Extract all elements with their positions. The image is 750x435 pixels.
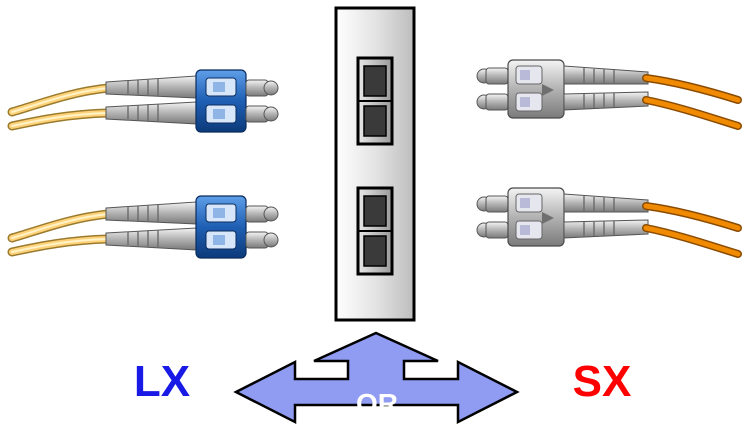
lx-connector-bottom [12,196,278,258]
lx-label: LX [134,357,190,406]
transceiver-panel [334,6,416,322]
or-label: OR [356,388,398,419]
sx-label: SX [573,357,632,406]
sx-connector-top [477,60,738,126]
port-pair-bottom [356,186,394,276]
port-pair-top [356,56,394,146]
three-way-arrow-icon: OR [233,331,520,425]
lx-connector-top [12,70,278,132]
sx-connector-bottom [477,188,738,254]
